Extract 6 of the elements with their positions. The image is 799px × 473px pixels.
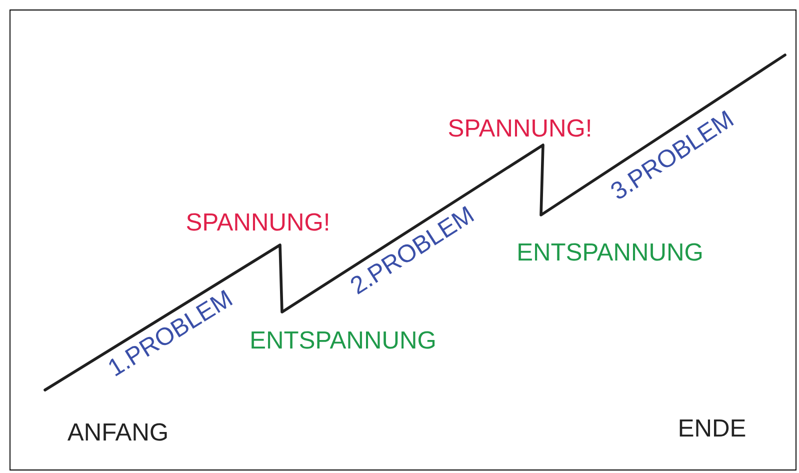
end-label: ENDE: [680, 420, 746, 436]
start-label: ANFANG: [67, 423, 167, 441]
relief-label: ENTSPANNUNG: [252, 331, 435, 349]
tension-label: SPANNUNG!: [186, 213, 328, 231]
tension-label: SPANNUNG!: [448, 119, 590, 137]
relief-label: ENTSPANNUNG: [518, 243, 702, 261]
